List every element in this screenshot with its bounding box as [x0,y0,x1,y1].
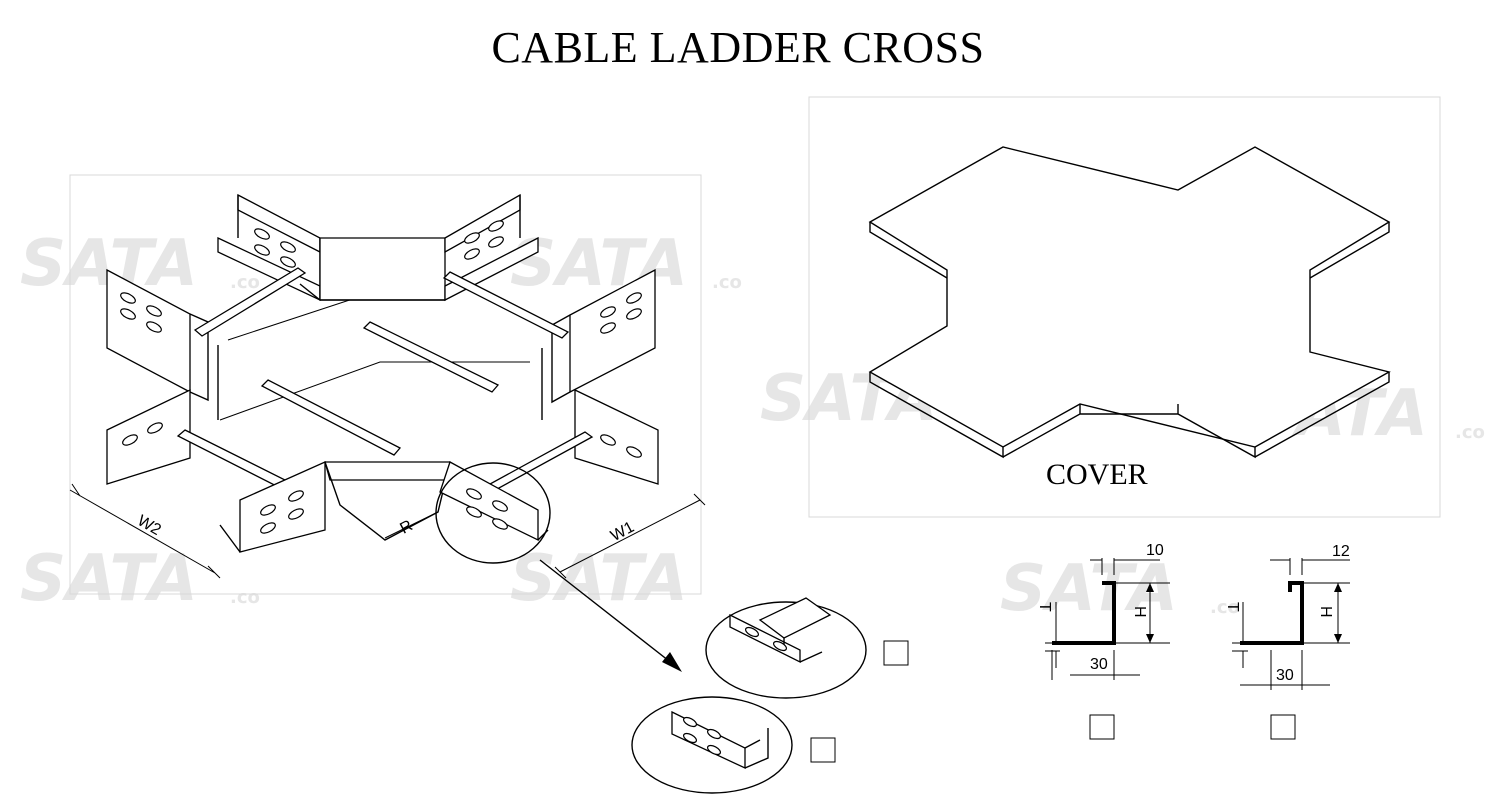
ladder-frame [69,174,702,595]
checkbox-detail-a[interactable] [883,640,909,666]
profile-a-thickness: T [1036,602,1053,612]
watermark-suffix: .co [1455,422,1485,443]
detail-arrow-line [539,559,679,669]
watermark-suffix: .co [230,587,260,608]
profile-b-lip: 12 [1332,543,1350,560]
cover-plate [868,146,1391,459]
profile-b: 12 H T 30 [1224,543,1350,690]
watermark-text: SATA [510,542,688,616]
cover-frame [808,96,1441,518]
profile-b-thickness: T [1224,602,1241,612]
cover-label: COVER [1046,458,1148,491]
profile-a: 10 H T 30 [1036,542,1170,680]
watermark-suffix: .co [230,272,260,293]
watermark-suffix: .co [712,272,742,293]
profile-a-base: 30 [1090,656,1108,673]
checkbox-detail-b[interactable] [810,737,836,763]
checkbox-profile-a[interactable] [1089,714,1115,740]
profile-a-lip: 10 [1146,542,1164,559]
r-label: R [397,517,415,537]
page-title: CABLE LADDER CROSS [491,23,985,72]
cable-ladder-cross [106,193,682,672]
rungs [176,267,594,501]
checkbox-profile-b[interactable] [1270,714,1296,740]
watermark-text: SATA [510,227,688,301]
profile-b-height: H [1317,606,1334,618]
watermark-text: SATA [20,542,198,616]
profile-b-base: 30 [1276,667,1294,684]
detail-bubble-b [631,696,793,794]
detail-arrow-head [662,652,682,672]
detail-bubble-a [705,597,867,699]
profile-a-height: H [1131,606,1148,618]
w2-label: W2 [134,512,163,539]
watermark-suffix: .co [1210,597,1240,618]
